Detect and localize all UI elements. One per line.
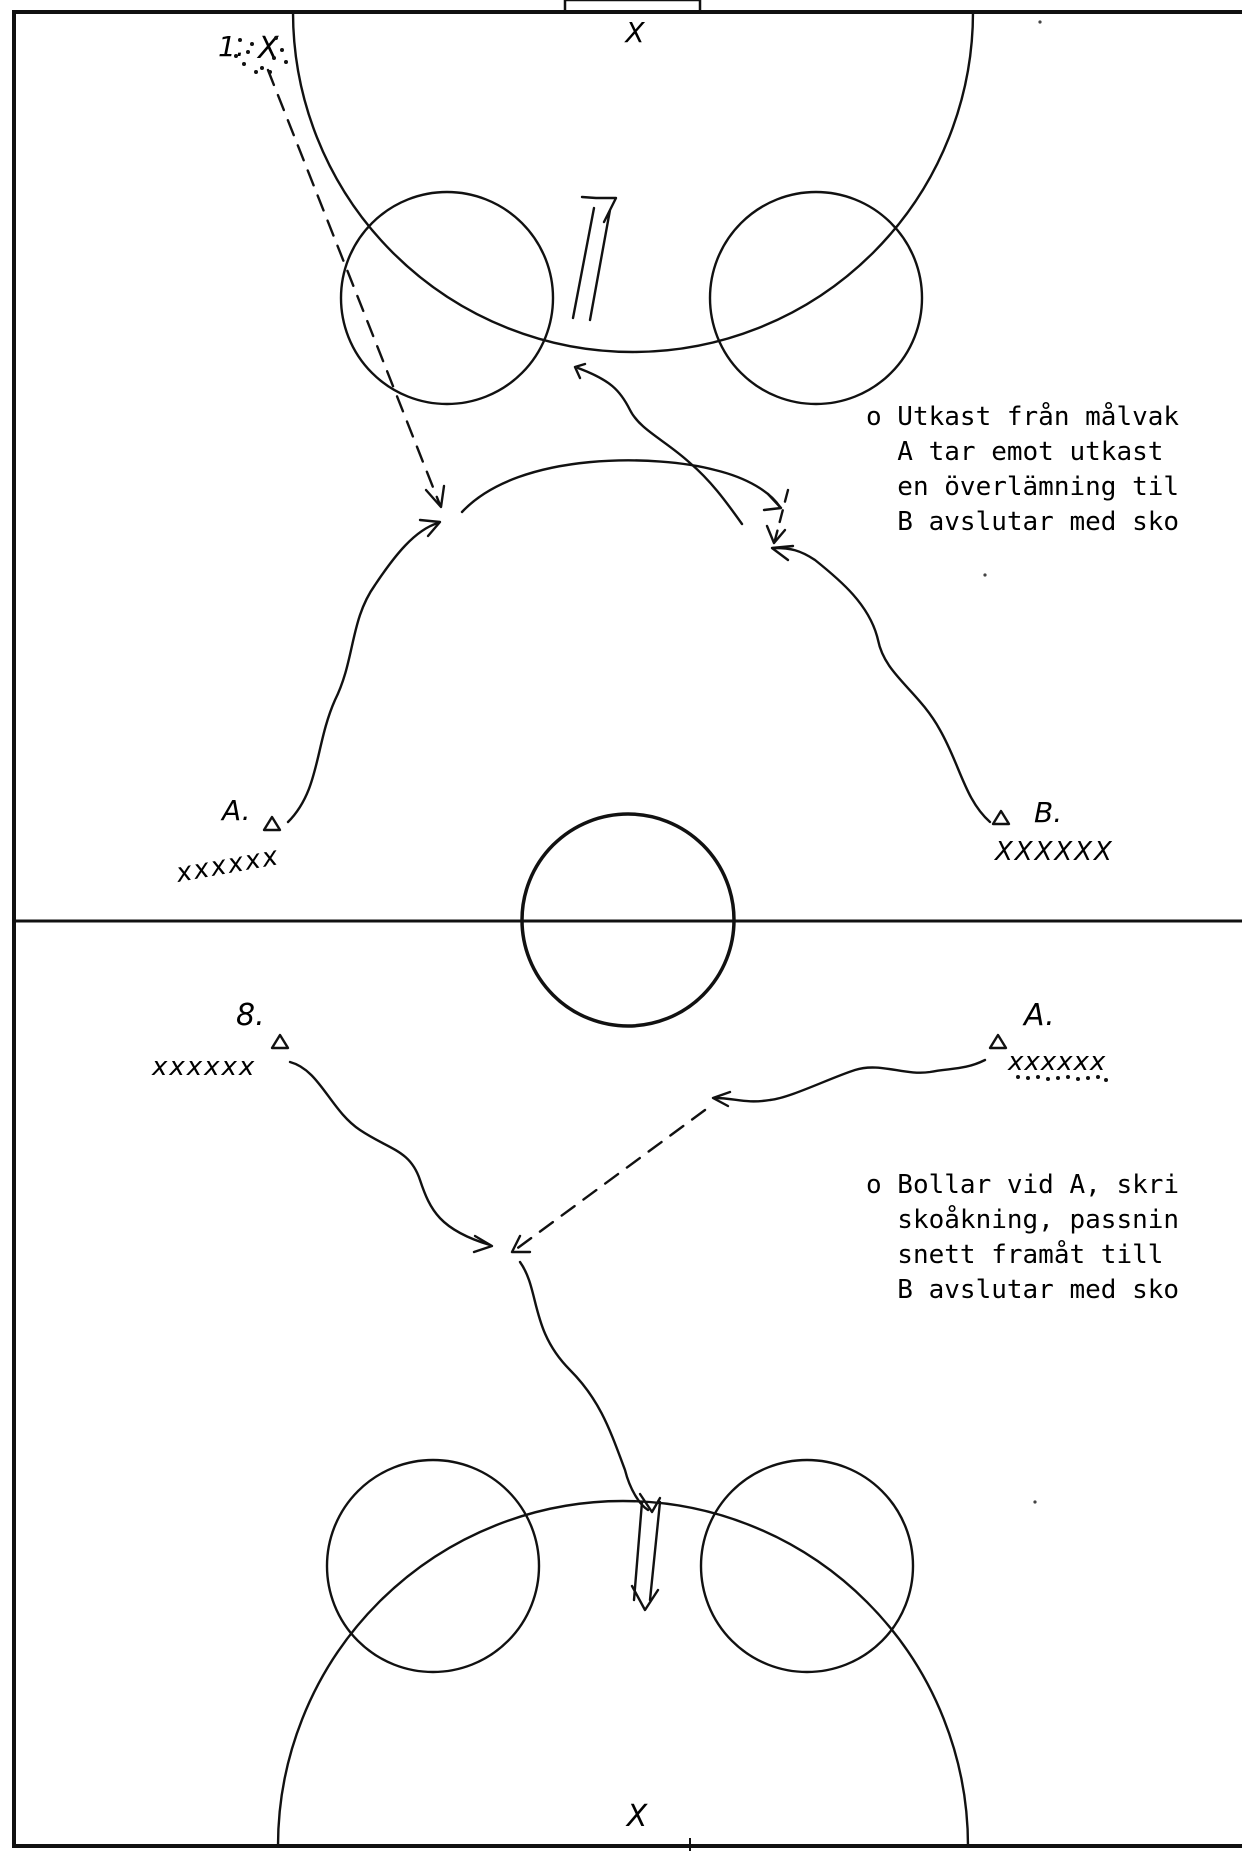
goalkeeper-label: 1.: [218, 30, 245, 63]
upper-group-a-players: xxxxxx: [173, 841, 282, 889]
upper-description-line-4: B avslutar med sko: [866, 507, 1179, 537]
top-left-faceoff-circle: [339, 190, 555, 406]
upper-description-line-1: o Utkast från målvak: [866, 401, 1179, 432]
bottom-left-faceoff-circle: [325, 1458, 541, 1674]
lower-group-a: A. xxxxxx: [988, 998, 1108, 1082]
outlet-pass-line: [266, 68, 442, 507]
lower-description-line-3: snett framåt till: [866, 1239, 1163, 1270]
skate-path-b-to-center: [773, 546, 992, 824]
upper-description-line-3: en överlämning til: [866, 472, 1179, 502]
upper-group-b-cone: [991, 809, 1011, 826]
lower-description-line-1: o Bollar vid A, skri: [866, 1170, 1179, 1200]
bottom-goal-mark: X: [625, 1799, 649, 1834]
bottom-right-faceoff-circle: [699, 1458, 915, 1674]
center-circle: [520, 812, 736, 1028]
lower-group-b-label: 8.: [236, 998, 265, 1033]
lower-group-a-players: xxxxxx: [1007, 1047, 1106, 1077]
upper-drill-paths: [286, 362, 992, 824]
skate-path-a-to-center: [286, 521, 440, 824]
lower-drill-paths: [288, 1058, 987, 1612]
top-goal-arc: [291, 10, 975, 354]
lower-pass-dashed: [513, 1108, 707, 1252]
handoff-return-arrowhead: [765, 524, 787, 545]
handoff-return-dashed: [773, 488, 790, 542]
top-right-faceoff-circle: [708, 190, 924, 406]
rink-border: [12, 10, 1242, 1848]
ball-cluster-top: [234, 36, 288, 74]
upper-group-a: A. xxxxxx: [173, 794, 282, 889]
skate-path-a-arrowhead: [418, 518, 442, 538]
skate-path-a-lower-arrowhead: [711, 1090, 732, 1108]
skate-path-b-lower: [288, 1060, 492, 1247]
bottom-goal-arc: [276, 1499, 970, 1848]
handoff-arc: [460, 459, 782, 514]
handoff-arrowhead: [762, 492, 783, 512]
top-zone: X 1. X: [218, 0, 975, 509]
lower-group-a-cone: [988, 1033, 1008, 1050]
rink: [12, 10, 1242, 1848]
lower-group-b-cone: [270, 1033, 290, 1050]
lower-group-b: 8. xxxxxx: [151, 998, 290, 1082]
lower-pass-arrowhead: [510, 1234, 532, 1254]
top-goal: [563, 0, 702, 14]
upper-group-b: B. XXXXXX: [991, 796, 1114, 867]
outlet-pass-arrowhead: [424, 484, 446, 509]
upper-group-b-label: B.: [1034, 796, 1062, 829]
skate-path-a-lower: [713, 1058, 987, 1103]
upper-group-a-cone: [262, 815, 282, 832]
upper-description: o Utkast från målvak A tar emot utkast e…: [866, 401, 1179, 537]
bottom-zone: X: [276, 1458, 970, 1851]
shot-arrow-bottom: [630, 1500, 662, 1612]
upper-description-line-2: A tar emot utkast: [866, 437, 1163, 467]
b-drive-to-net: [518, 1260, 650, 1512]
b-curl-arrowhead: [573, 362, 587, 380]
skate-path-b-arrowhead: [770, 544, 795, 562]
upper-group-a-label: A.: [220, 794, 251, 827]
lower-description-line-4: B avslutar med sko: [866, 1275, 1179, 1305]
lower-group-a-label: A.: [1022, 998, 1055, 1033]
ball-row-lower: [1016, 1075, 1108, 1082]
shot-arrow-top: [571, 195, 618, 322]
skate-path-b-lower-arrowhead: [472, 1234, 494, 1254]
lower-description-line-2: skoåkning, passnin: [866, 1204, 1179, 1235]
lower-description: o Bollar vid A, skri skoåkning, passnin …: [866, 1170, 1179, 1305]
lower-group-b-players: xxxxxx: [151, 1052, 256, 1082]
upper-group-b-players: XXXXXX: [993, 837, 1114, 867]
top-goal-mark: X: [623, 16, 645, 49]
stray-marks: [983, 20, 1042, 1504]
b-curl-path: [576, 366, 744, 526]
